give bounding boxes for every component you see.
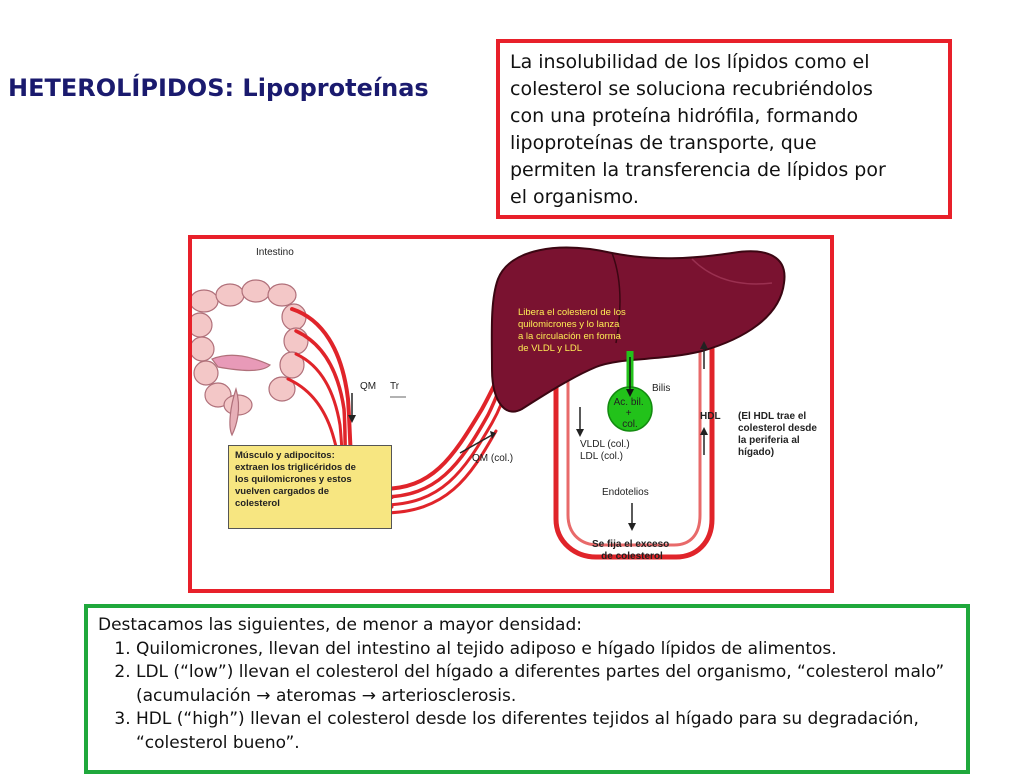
liver-illustration [490, 246, 786, 413]
gallbladder-text-line: + [626, 408, 632, 419]
summary-item: Quilomicrones, llevan del intestino al t… [136, 638, 956, 662]
down-arrow-vldl [576, 407, 584, 437]
down-arrow-qm [348, 393, 356, 423]
gallbladder-text-line: Ac. bil. [614, 397, 644, 408]
gallbladder-illustration [607, 351, 653, 432]
hdl-note-line: la periferia al [738, 435, 800, 446]
excess-note: Se fija el exceso de colesterol [592, 539, 672, 562]
liver-note-line: Libera el colesterol de los [518, 307, 626, 318]
vessels-to-liver [380, 367, 510, 515]
excess-note-line: de colesterol [601, 551, 663, 562]
intestine-label: Intestino [256, 247, 294, 258]
qm-label: QM [360, 381, 376, 392]
summary-list: Quilomicrones, llevan del intestino al t… [98, 638, 956, 756]
slide-title: HETEROLÍPIDOS: Lipoproteínas [8, 74, 429, 102]
liver-note-line: de VLDL y LDL [518, 343, 582, 354]
summary-box: Destacamos las siguientes, de menor a ma… [84, 604, 970, 774]
tr-label: Tr [390, 381, 400, 392]
gallbladder-text: Ac. bil. + col. [614, 397, 647, 430]
diagram-canvas: Intestino QM Tr QM (col.) [192, 246, 820, 562]
ldl-label: LDL (col.) [580, 451, 623, 462]
hdl-note-line: colesterol desde [738, 423, 817, 434]
qm-col-label: QM (col.) [472, 453, 513, 464]
up-arrow-hdl-top [700, 341, 708, 369]
vldl-label: VLDL (col.) [580, 439, 630, 450]
hdl-note: (El HDL trae el colesterol desde la peri… [738, 411, 820, 458]
hdl-note-line: (El HDL trae el [738, 411, 806, 422]
down-arrow-excess [628, 503, 636, 531]
gallbladder-text-line: col. [622, 419, 638, 430]
hdl-label: HDL [700, 411, 721, 422]
excess-note-line: Se fija el exceso [592, 539, 669, 550]
summary-item: HDL (“high”) llevan el colesterol desde … [136, 708, 956, 755]
intro-text-box: La insolubilidad de los lípidos como el … [496, 39, 952, 219]
circulation-loop [553, 319, 715, 560]
lipoprotein-diagram: Intestino QM Tr QM (col.) [188, 235, 834, 593]
muscle-adipocytes-note: Músculo y adipocitos: extraen los trigli… [228, 445, 392, 529]
hdl-note-line: hígado) [738, 447, 774, 458]
summary-intro: Destacamos las siguientes, de menor a ma… [98, 615, 582, 635]
bilis-label: Bilis [652, 383, 670, 394]
endothelium-label: Endotelios [602, 487, 649, 498]
up-arrow-hdl-bottom [700, 427, 708, 455]
liver-note-line: quilomicrones y lo lanza [518, 319, 620, 330]
liver-note: Libera el colesterol de los quilomicrone… [518, 307, 628, 354]
liver-note-line: a la circulación en forma [518, 331, 622, 342]
intestine-illustration [192, 279, 309, 437]
diagonal-arrow-qm-col [459, 431, 496, 454]
summary-item: LDL (“low”) llevan el colesterol del híg… [136, 661, 956, 708]
